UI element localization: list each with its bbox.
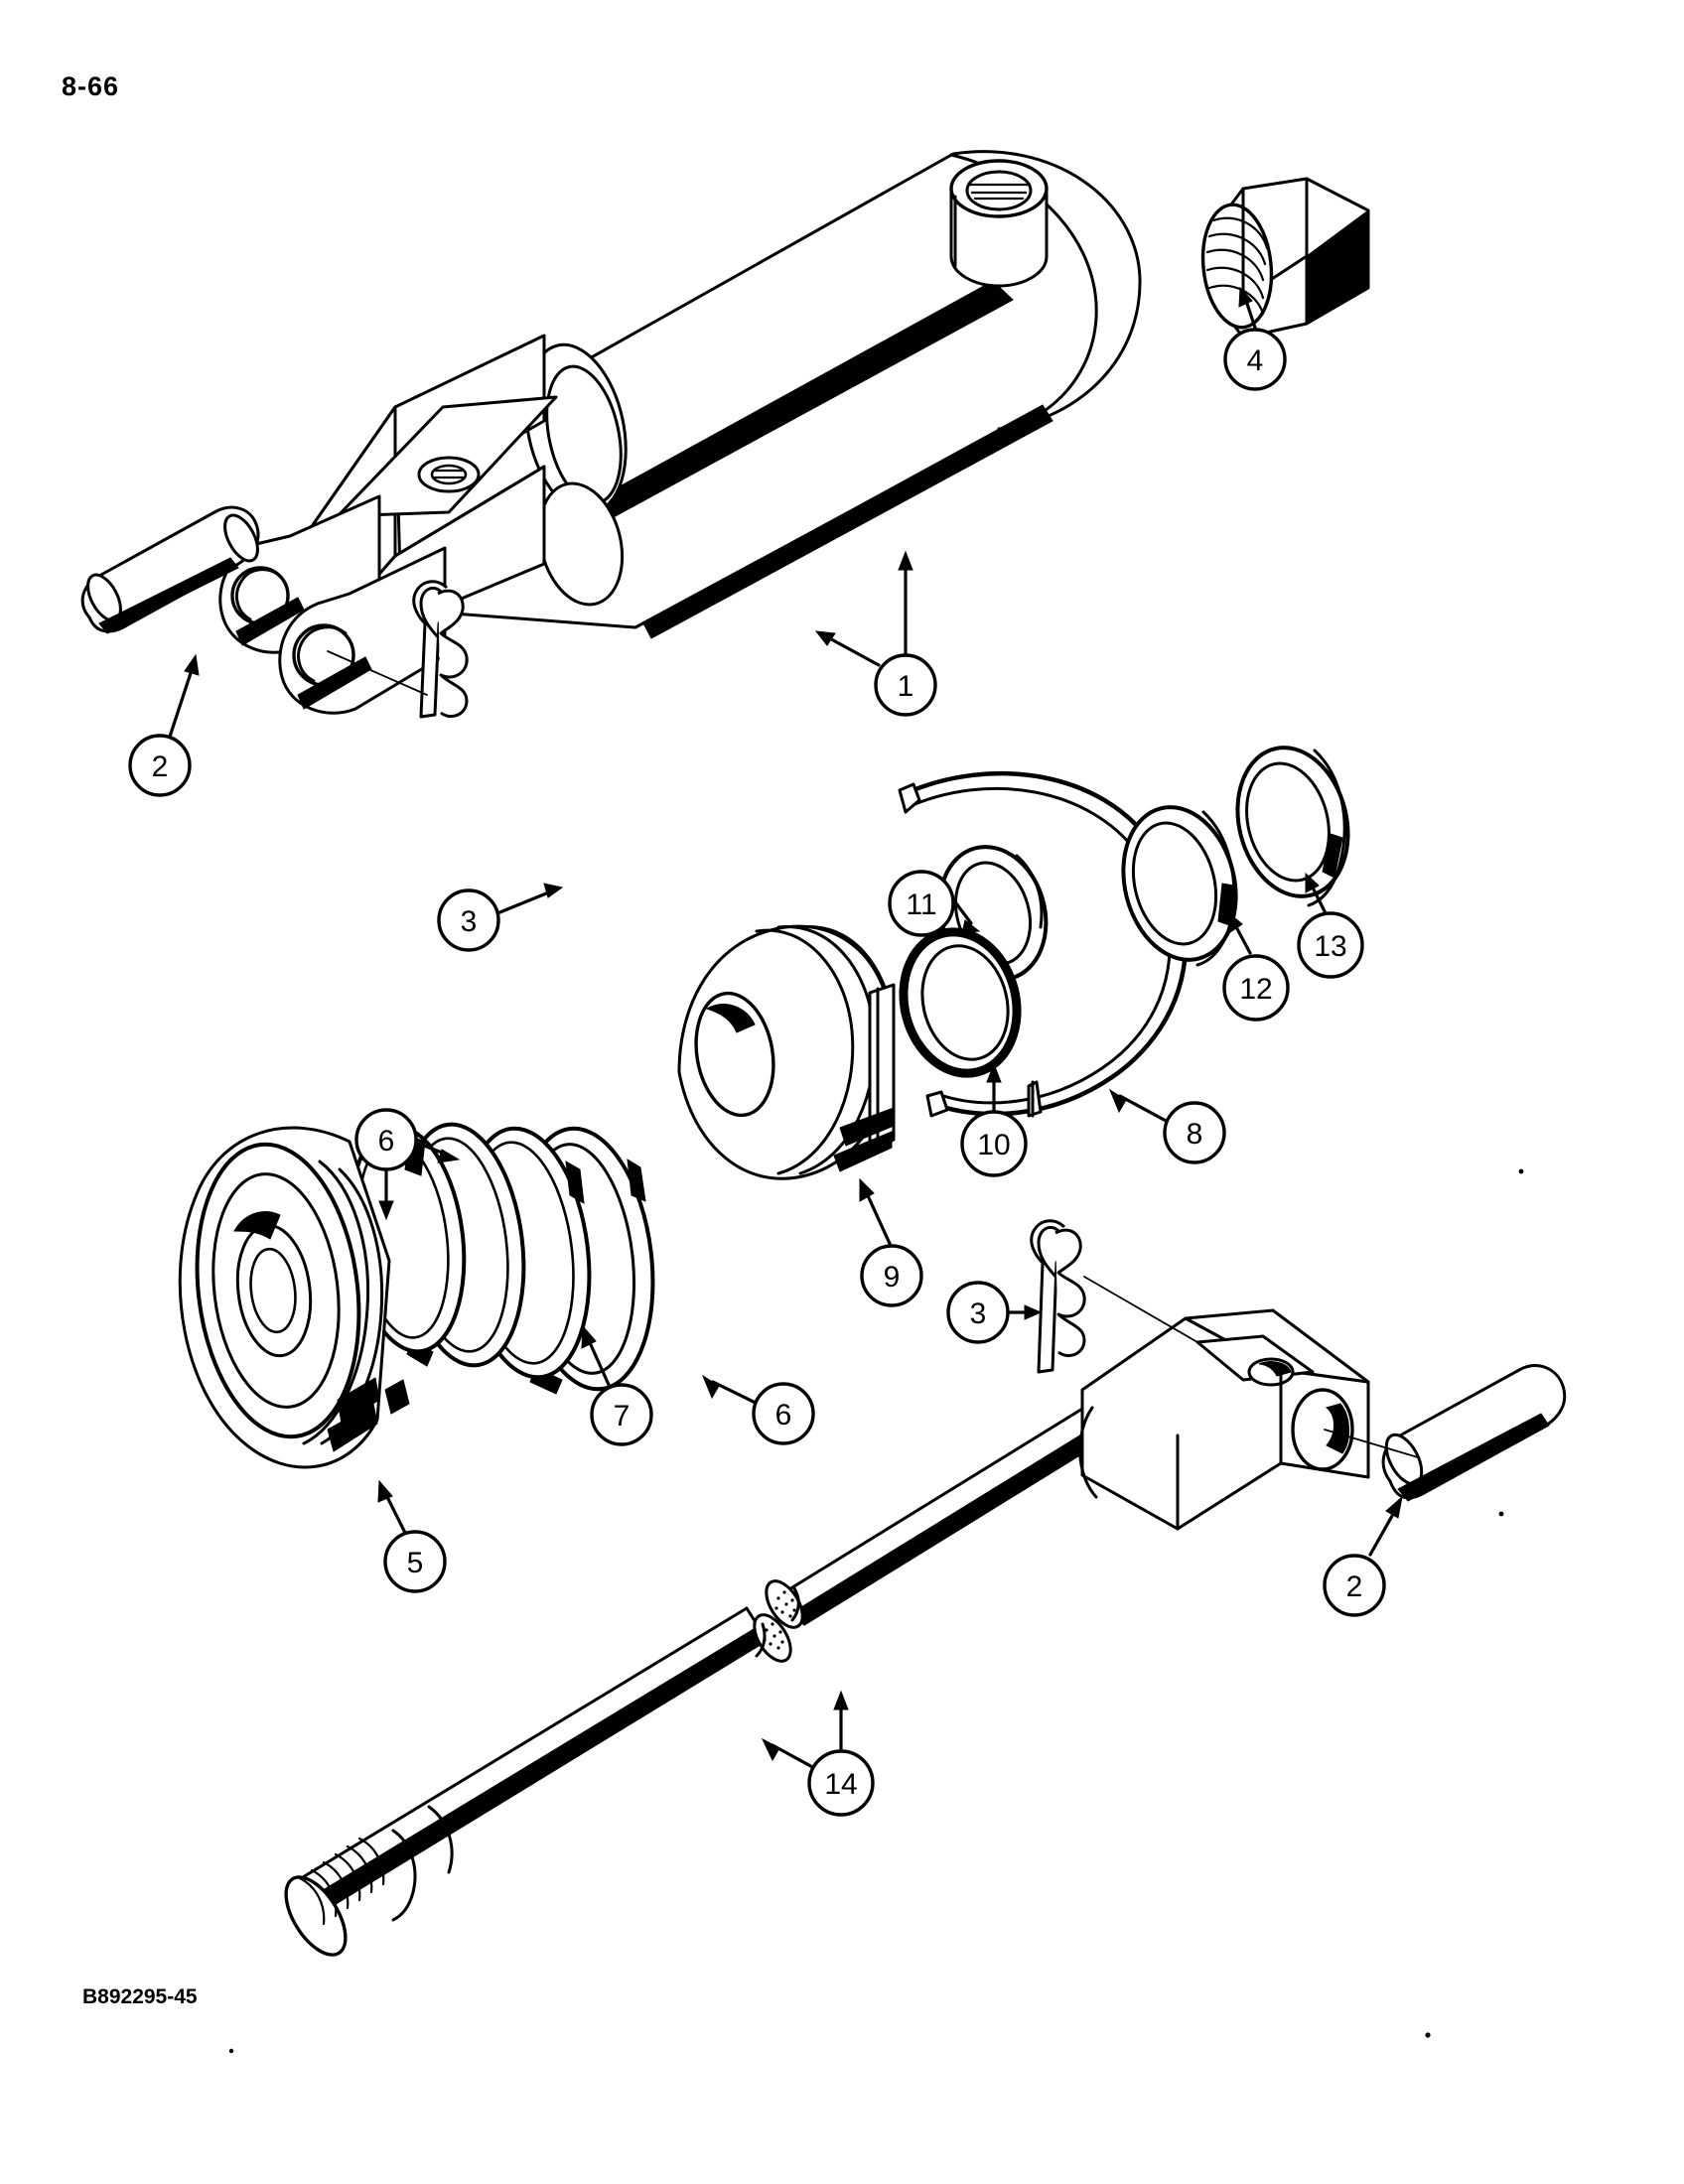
callout-bubble-circle <box>1223 328 1287 391</box>
callout-bubble-circle <box>128 734 192 797</box>
callout-number: 2 <box>1346 1570 1363 1603</box>
callout-number: 14 <box>824 1768 857 1801</box>
hex-nut-part <box>1200 177 1370 340</box>
piston-rod-assembly <box>284 1219 1567 1957</box>
callout-retaining-ring[interactable]: 8 <box>1163 1101 1226 1164</box>
callout-bubble-circle <box>752 1382 815 1445</box>
callout-cylinder-barrel[interactable]: 1 <box>874 653 937 717</box>
cotter-pin-base-part <box>327 580 564 915</box>
callout-rod-seal[interactable]: 12 <box>1222 954 1290 1022</box>
callout-bubble-circle <box>1222 954 1290 1022</box>
callout-bubble-circle <box>1297 911 1364 979</box>
callout-number: 3 <box>461 905 478 938</box>
callout-number: 8 <box>1187 1118 1203 1151</box>
figure-caption: B892295-45 <box>82 1985 198 2008</box>
page-number: 8-66 <box>62 71 120 101</box>
callout-number: 1 <box>898 670 914 703</box>
callout-rod-weld-break[interactable]: 14 <box>807 1749 875 1817</box>
rod-break-face <box>753 1579 804 1663</box>
barrel-port-boss <box>949 159 1049 288</box>
gland-rod-guide-part <box>677 924 896 1250</box>
callout-piston[interactable]: 5 <box>383 1530 447 1593</box>
callout-bubble-circle <box>590 1383 653 1446</box>
piston-part <box>178 1126 410 1535</box>
clevis-pin-rod-part <box>1324 1364 1567 1557</box>
callout-cotter-pin-rod[interactable]: 3 <box>946 1281 1010 1344</box>
callout-rod-wiper[interactable]: 13 <box>1297 911 1364 979</box>
callout-hex-nut[interactable]: 4 <box>1223 328 1287 391</box>
callout-number: 7 <box>614 1400 631 1433</box>
callout-number: 10 <box>977 1129 1010 1161</box>
callout-bubble-circle <box>1163 1101 1226 1164</box>
callout-number: 9 <box>884 1261 901 1294</box>
rod-threaded-tip <box>284 1805 454 1957</box>
callout-bubble-circle <box>354 1108 418 1171</box>
callout-gland-rod-guide[interactable]: 9 <box>860 1244 923 1307</box>
callout-number: 11 <box>906 888 936 921</box>
callout-number: 6 <box>378 1125 395 1158</box>
callout-bubble-circle <box>946 1281 1010 1344</box>
callout-bubble-circle <box>807 1749 875 1817</box>
rod-seal-part <box>1121 805 1252 967</box>
callout-bubble-circle <box>383 1530 447 1593</box>
clevis-pin-base-part <box>80 505 260 739</box>
scan-specks <box>228 1168 1524 2054</box>
callout-number: 5 <box>407 1547 424 1579</box>
callout-number: 6 <box>775 1399 792 1432</box>
cotter-pin-rod-part <box>1005 1219 1198 1374</box>
rod-clevis-head <box>1078 1308 1370 1531</box>
callout-bubble-circle <box>1323 1554 1386 1617</box>
callout-piston-seal[interactable]: 7 <box>590 1383 653 1446</box>
callout-clevis-pin-rod[interactable]: 2 <box>1323 1554 1386 1617</box>
callout-backup-ring[interactable]: 6 <box>752 1382 815 1445</box>
callout-bubble-circle <box>860 1244 923 1307</box>
callout-bubble-circle <box>437 888 500 952</box>
callout-number: 3 <box>970 1297 987 1330</box>
callout-bubble-circle <box>888 870 955 937</box>
rod-wiper-part <box>1235 746 1350 913</box>
piston-seal-stack <box>178 1122 764 1535</box>
callout-number: 2 <box>152 751 169 783</box>
callout-cotter-pin-base[interactable]: 3 <box>437 888 500 952</box>
callout-bubble-circle <box>874 653 937 717</box>
callout-number: 13 <box>1314 930 1346 963</box>
callout-back-up-washer[interactable]: 11 <box>888 870 955 937</box>
cylinder-barrel-part <box>218 150 1142 715</box>
callout-o-ring[interactable]: 10 <box>960 1110 1028 1177</box>
callout-bubble-circle <box>960 1110 1028 1177</box>
callout-backup-ring[interactable]: 6 <box>354 1108 418 1171</box>
o-ring-part <box>899 927 1022 1118</box>
callout-clevis-pin-base[interactable]: 2 <box>128 734 192 797</box>
callout-number: 4 <box>1247 344 1264 377</box>
callout-number: 12 <box>1239 973 1272 1006</box>
